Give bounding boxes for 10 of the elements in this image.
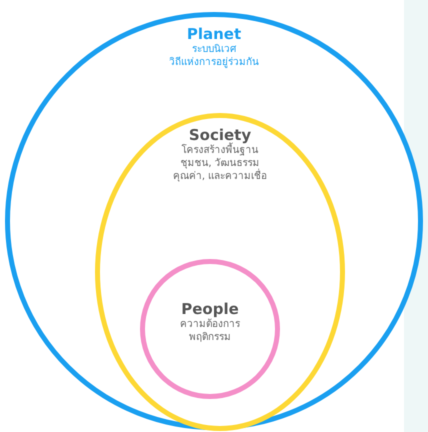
circle-title: People (181, 300, 239, 318)
circle-description: โครงสร้างพื้นฐาน (182, 144, 258, 157)
circle-title: Society (188, 126, 252, 144)
circle-description: ชุมชน, วัฒนธรรม (180, 157, 260, 169)
circle-description: พฤติกรรม (189, 331, 231, 344)
circle-title: Planet (186, 25, 242, 43)
circle-description: ระบบนิเวศ (192, 43, 236, 56)
circle-description: ความต้องการ (180, 318, 240, 331)
circle-description: คุณค่า, และความเชื่อ (172, 170, 268, 183)
circle-description: วิถีแห่งการอยู่ร่วมกัน (169, 56, 259, 69)
